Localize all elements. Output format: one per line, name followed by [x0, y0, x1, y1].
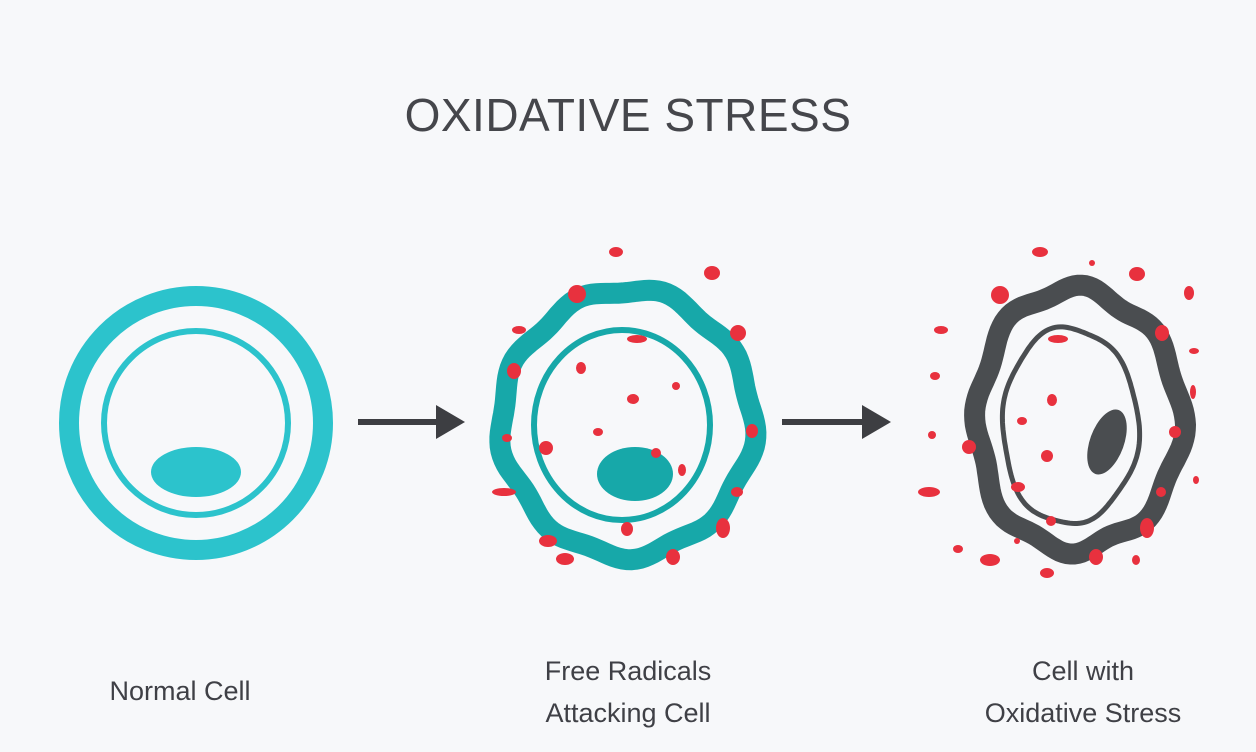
free-radical-dot — [1169, 426, 1181, 438]
label-stressed-line-1: Cell with — [1031, 656, 1135, 686]
free-radical-dot — [1046, 516, 1056, 526]
attacked-cell-outer-membrane — [489, 279, 767, 571]
free-radical-dot — [1089, 549, 1103, 565]
free-radical-dot — [672, 382, 680, 390]
free-radical-dot — [556, 553, 574, 565]
free-radical-dot — [928, 431, 936, 439]
free-radical-dot — [621, 522, 633, 536]
arrow-2 — [782, 405, 891, 439]
free-radical-dot — [1184, 286, 1194, 300]
free-radical-dot — [1041, 450, 1053, 462]
normal-cell — [59, 286, 333, 560]
attacked-cell-inner-membrane — [531, 327, 713, 523]
stressed-cell — [964, 274, 1197, 565]
arrow-1 — [358, 405, 465, 439]
free-radical-dot — [666, 549, 680, 565]
free-radical-dot — [539, 441, 553, 455]
label-normal-cell-line-1: Normal Cell — [109, 676, 251, 706]
free-radical-dot — [627, 335, 647, 343]
arrow-2-head — [862, 405, 891, 439]
label-free-radicals-attacking-cell: Free Radicals Attacking Cell — [498, 650, 758, 734]
free-radical-dot — [930, 372, 940, 380]
free-radical-dot — [568, 285, 586, 303]
free-radical-dot — [1156, 487, 1166, 497]
free-radical-dot — [991, 286, 1009, 304]
stressed-cell-inner-membrane — [999, 324, 1143, 526]
diagram-title: OXIDATIVE STRESS — [404, 89, 852, 141]
free-radical-dot — [1189, 348, 1199, 354]
free-radical-dot — [1089, 260, 1095, 266]
free-radical-dot — [746, 424, 758, 438]
free-radical-dot — [934, 326, 948, 334]
free-radical-dot — [1014, 538, 1020, 544]
free-radical-dot — [1017, 417, 1027, 425]
free-radical-dot — [704, 266, 720, 280]
normal-cell-outer-membrane — [59, 286, 333, 560]
label-cell-with-oxidative-stress: Cell with Oxidative Stress — [948, 650, 1218, 734]
free-radical-dot — [1048, 335, 1068, 343]
free-radical-dot — [651, 448, 661, 458]
free-radical-dot — [1129, 267, 1145, 281]
free-radical-dot — [918, 487, 940, 497]
free-radical-dot — [507, 363, 521, 379]
stressed-cell-outer-membrane — [964, 274, 1197, 565]
free-radical-dot — [1190, 385, 1196, 399]
free-radical-dot — [1047, 394, 1057, 406]
free-radical-dot — [502, 434, 512, 442]
free-radical-dot — [678, 464, 686, 476]
free-radical-dot — [1155, 325, 1169, 341]
label-attacking-line-2: Attacking Cell — [545, 698, 711, 728]
free-radical-dot — [593, 428, 603, 436]
free-radical-dot — [576, 362, 586, 374]
label-attacking-line-1: Free Radicals — [544, 656, 712, 686]
stressed-cell-nucleus — [1087, 409, 1127, 475]
attacked-cell-nucleus — [597, 447, 673, 501]
arrow-1-head — [436, 405, 465, 439]
label-normal-cell: Normal Cell — [60, 670, 300, 712]
free-radical-dot — [1140, 518, 1154, 538]
label-stressed-line-2: Oxidative Stress — [984, 698, 1182, 728]
free-radical-dot — [731, 487, 743, 497]
normal-cell-nucleus — [151, 447, 241, 497]
normal-cell-inner-membrane — [101, 328, 291, 518]
free-radical-dot — [1040, 568, 1054, 578]
free-radical-dot — [539, 535, 557, 547]
free-radical-dot — [1193, 476, 1199, 484]
free-radical-dot — [962, 440, 976, 454]
free-radical-dot — [492, 488, 516, 496]
free-radical-dot — [730, 325, 746, 341]
free-radical-dot — [512, 326, 526, 334]
free-radical-dot — [609, 247, 623, 257]
free-radical-dot — [1032, 247, 1048, 257]
attacked-cell — [489, 279, 767, 571]
free-radicals — [492, 247, 1199, 578]
free-radical-dot — [1132, 555, 1140, 565]
free-radical-dot — [953, 545, 963, 553]
free-radical-dot — [980, 554, 1000, 566]
free-radical-dot — [716, 518, 730, 538]
free-radical-dot — [627, 394, 639, 404]
free-radical-dot — [1011, 482, 1025, 492]
